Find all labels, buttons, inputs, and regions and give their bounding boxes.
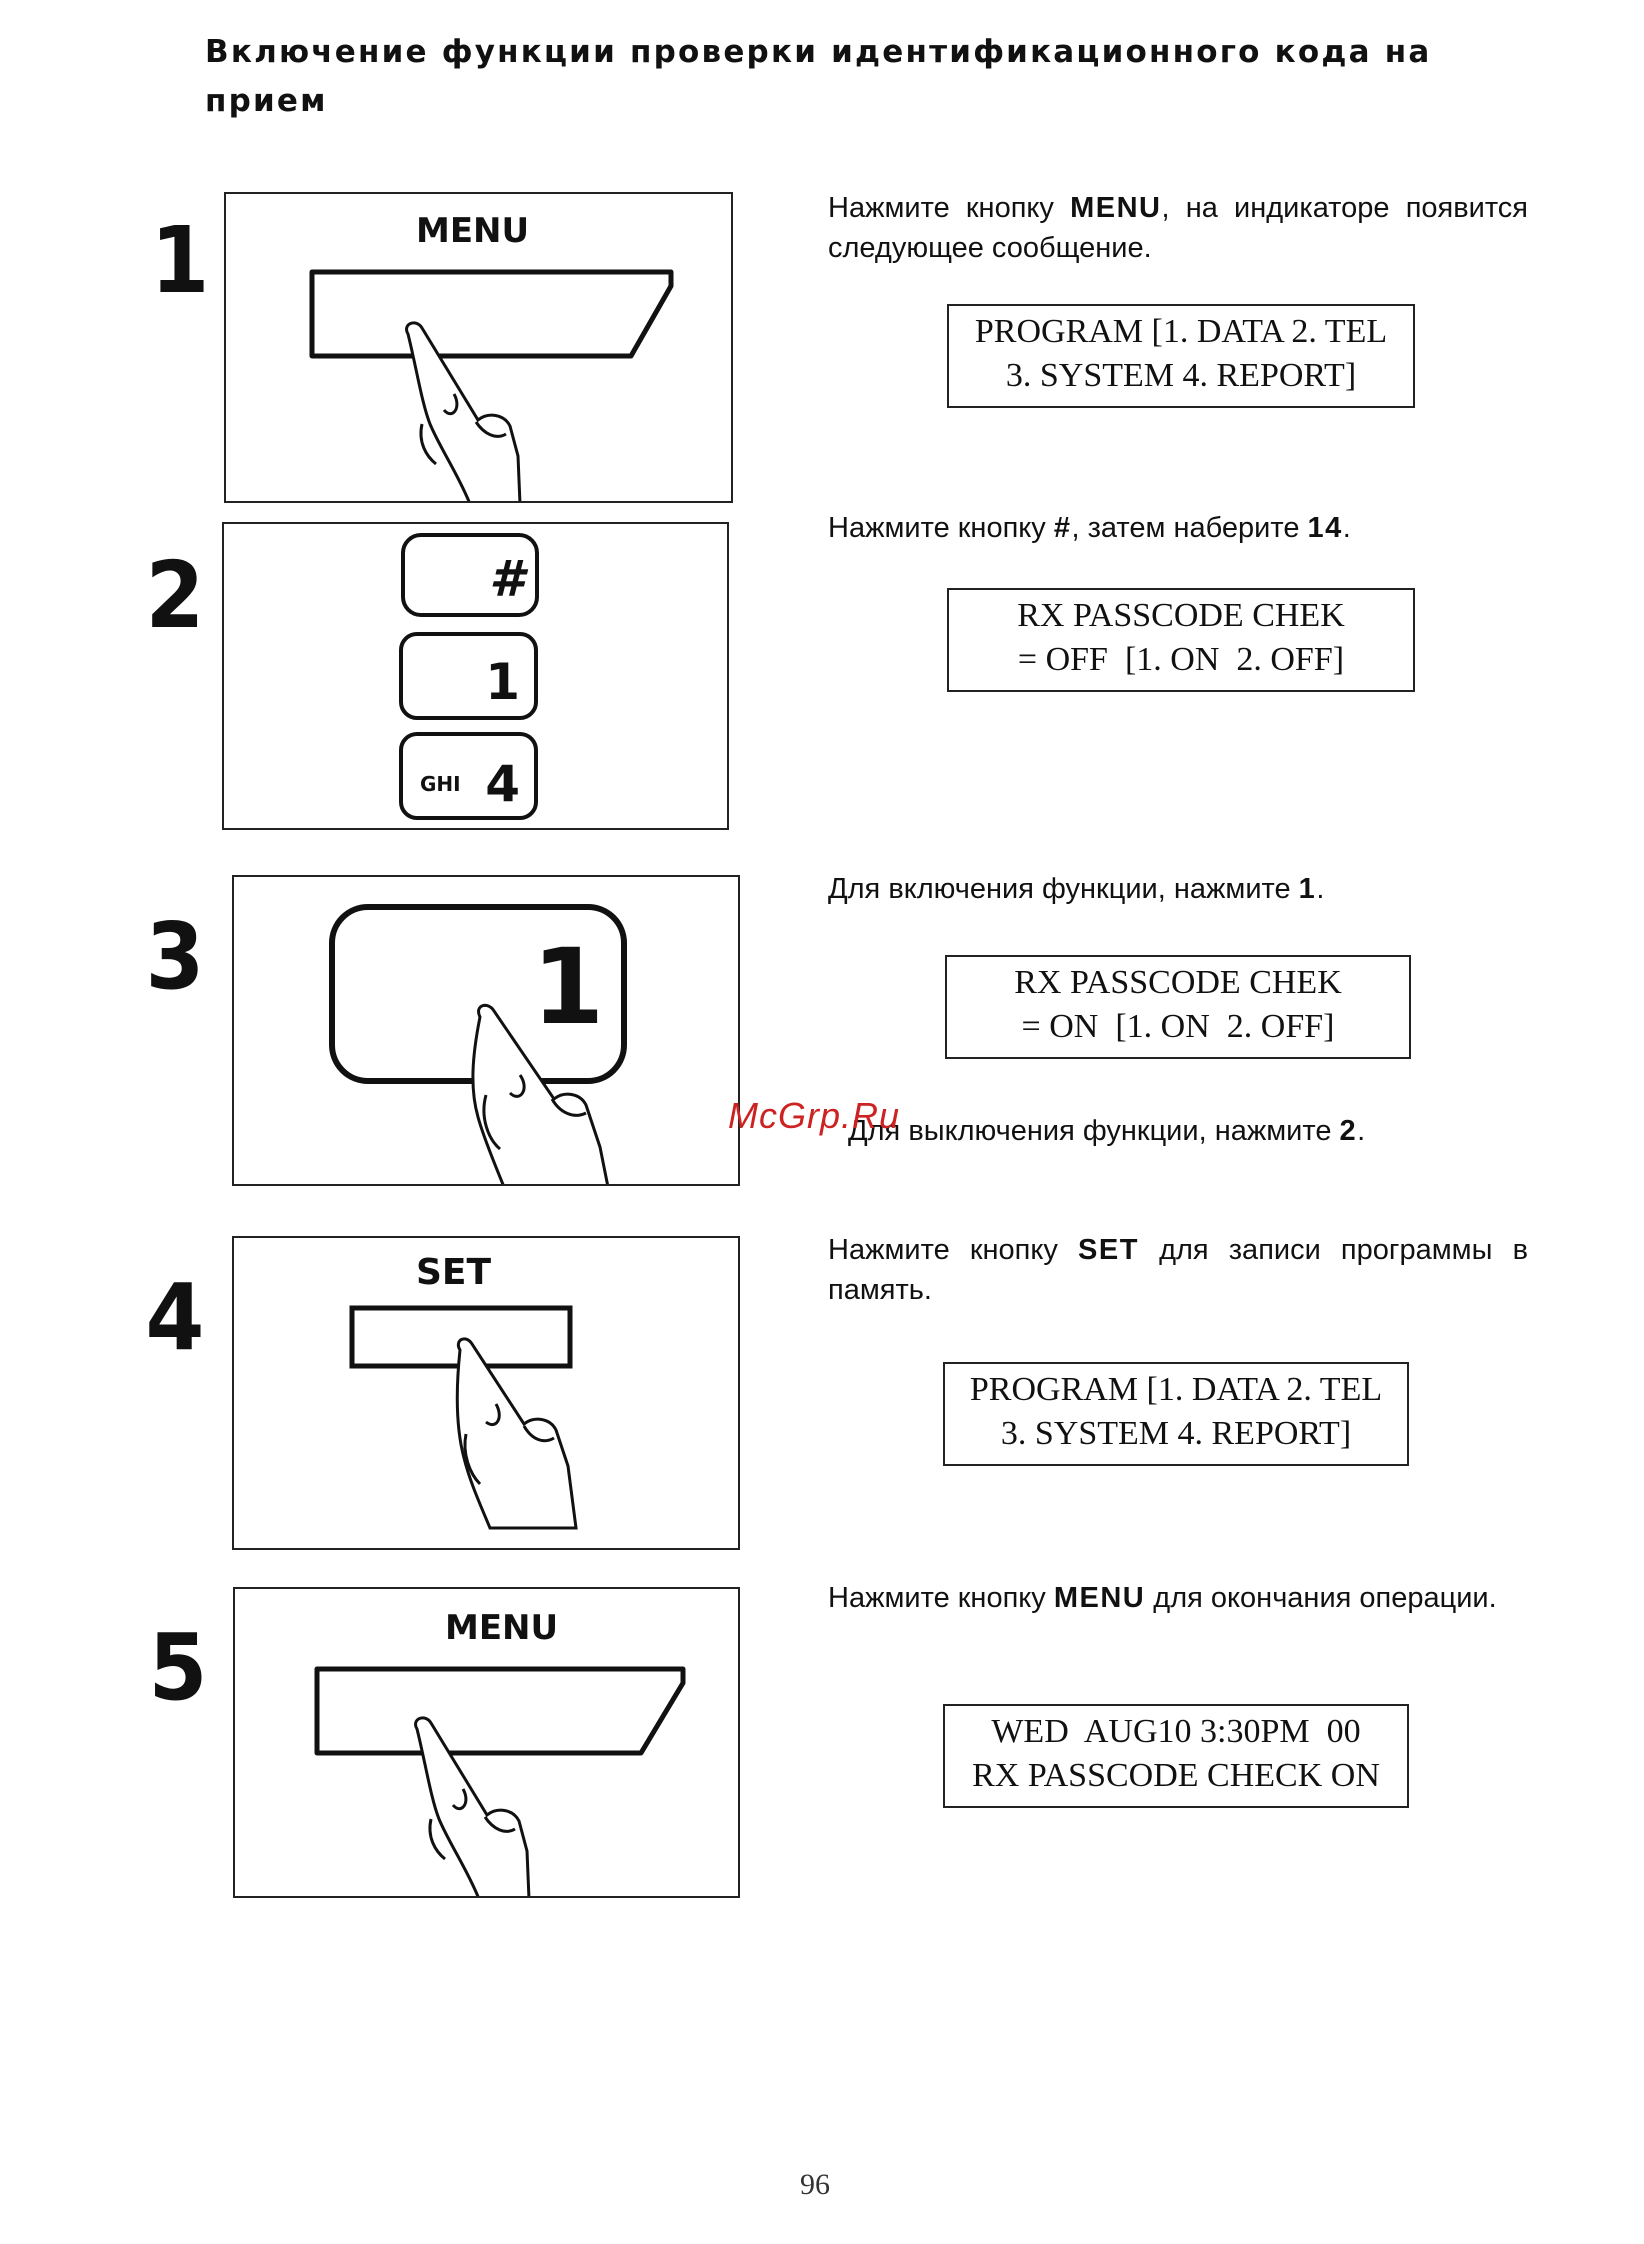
display-line-2: = ON [1. ON 2. OFF] [1021, 1008, 1335, 1045]
display-line-2: 3. SYSTEM 4. REPORT] [1000, 1415, 1352, 1452]
instruction-key: MENU [1070, 192, 1162, 224]
digit-4-ghi-key: GHI 4 [399, 732, 538, 820]
svg-text:GHI: GHI [420, 772, 461, 796]
set-button-label: SET [416, 1252, 492, 1293]
step-2-illustration: # 1 GHI 4 [222, 522, 729, 830]
step-4-display: PROGRAM [1. DATA 2. TEL 3. SYSTEM 4. REP… [943, 1362, 1409, 1466]
display-line-1: PROGRAM [1. DATA 2. TEL [969, 1371, 1383, 1408]
step-3-illustration: 1 [232, 875, 740, 1186]
step-5-instruction: Нажмите кнопку MENU для окончания операц… [828, 1578, 1528, 1618]
step-number-3: 3 [145, 903, 205, 1010]
instruction-key: # [1053, 512, 1072, 544]
step-3-note: Для выключения функции, нажмите 2. [848, 1111, 1528, 1151]
instruction-key: SET [1078, 1234, 1139, 1266]
step-4-illustration: SET [232, 1236, 740, 1550]
menu-button-shape [314, 1666, 686, 1756]
step-3-display: RX PASSCODE CHEK = ON [1. ON 2. OFF] [945, 955, 1411, 1059]
step-1-display: PROGRAM [1. DATA 2. TEL 3. SYSTEM 4. REP… [947, 304, 1415, 408]
step-1-illustration: MENU [224, 192, 733, 503]
step-5-display: WED AUG10 3:30PM 00 RX PASSCODE CHECK ON [943, 1704, 1409, 1808]
set-button-press-illustration: SET [349, 1252, 578, 1530]
page-title: Включение функции проверки идентификацио… [205, 28, 1545, 126]
note-key: 2 [1339, 1115, 1358, 1147]
page-number: 96 [800, 2168, 830, 2201]
instruction-key: 1 [1298, 873, 1317, 905]
instruction-text: Нажмите кнопку [828, 192, 1071, 224]
menu-button-shape [309, 269, 674, 359]
instruction-text: , на индикаторе появится следующее сообщ… [828, 192, 1528, 264]
step-number-1: 1 [150, 207, 210, 314]
note-text: Для выключения функции, нажмите [848, 1115, 1340, 1147]
digit-1-key: 1 [399, 632, 538, 720]
instruction-text: для окончания операции. [1145, 1582, 1497, 1614]
title-line-1: Включение функции проверки идентификацио… [205, 34, 1432, 70]
hash-key: # [401, 533, 539, 617]
step-number-2: 2 [145, 542, 205, 649]
svg-text:#: # [489, 550, 528, 608]
instruction-text: Нажмите кнопку [828, 1234, 1079, 1266]
instruction-text: . [1316, 873, 1325, 905]
watermark: McGrp.Ru [728, 1095, 901, 1136]
step-2-instruction: Нажмите кнопку #, затем наберите 14. [828, 508, 1528, 548]
step-number-5: 5 [148, 1614, 208, 1721]
step-1-instruction: Нажмите кнопку MENU, на индикаторе появи… [828, 188, 1528, 268]
pointing-hand-icon [405, 321, 522, 501]
display-line-1: WED AUG10 3:30PM 00 [991, 1713, 1361, 1750]
instruction-text: Для включения функции, нажмите [828, 873, 1299, 905]
step-5-illustration: MENU [233, 1587, 740, 1898]
svg-text:1: 1 [485, 653, 520, 711]
note-text: . [1357, 1115, 1366, 1147]
display-line-2: = OFF [1. ON 2. OFF] [1017, 641, 1345, 678]
instruction-key: 14 [1307, 512, 1343, 544]
pointing-hand-icon [414, 1716, 531, 1896]
menu-button-label: MENU [445, 1608, 558, 1648]
display-line-1: PROGRAM [1. DATA 2. TEL [974, 313, 1388, 350]
step-number-4: 4 [145, 1264, 205, 1371]
display-line-2: RX PASSCODE CHECK ON [972, 1757, 1380, 1794]
instruction-text: Нажмите кнопку [828, 1582, 1054, 1614]
title-line-2: прием [205, 83, 328, 119]
instruction-key: MENU [1053, 1582, 1146, 1614]
pointing-hand-icon [455, 1337, 578, 1530]
instruction-text: . [1342, 512, 1351, 544]
menu-button-label: MENU [416, 211, 529, 251]
svg-text:4: 4 [485, 755, 520, 813]
pointing-hand-icon [471, 1003, 609, 1184]
instruction-text: , затем наберите [1071, 512, 1308, 544]
step-3-instruction: Для включения функции, нажмите 1. [828, 869, 1528, 909]
display-line-2: 3. SYSTEM 4. REPORT] [1005, 357, 1357, 394]
keypad-illustration: # 1 GHI 4 [399, 533, 539, 820]
key-1-press-illustration: 1 [329, 904, 627, 1184]
step-4-instruction: Нажмите кнопку SET для записи программы … [828, 1230, 1528, 1310]
large-key-1-label: 1 [532, 926, 604, 1048]
display-line-1: RX PASSCODE CHEK [1017, 597, 1345, 634]
menu-button-press-illustration: MENU [309, 211, 674, 501]
menu-button-press-illustration: MENU [314, 1608, 686, 1896]
instruction-text: для записи программы в память. [828, 1234, 1528, 1306]
step-2-display: RX PASSCODE CHEK = OFF [1. ON 2. OFF] [947, 588, 1415, 692]
instruction-text: Нажмите кнопку [828, 512, 1054, 544]
display-line-1: RX PASSCODE CHEK [1014, 964, 1342, 1001]
